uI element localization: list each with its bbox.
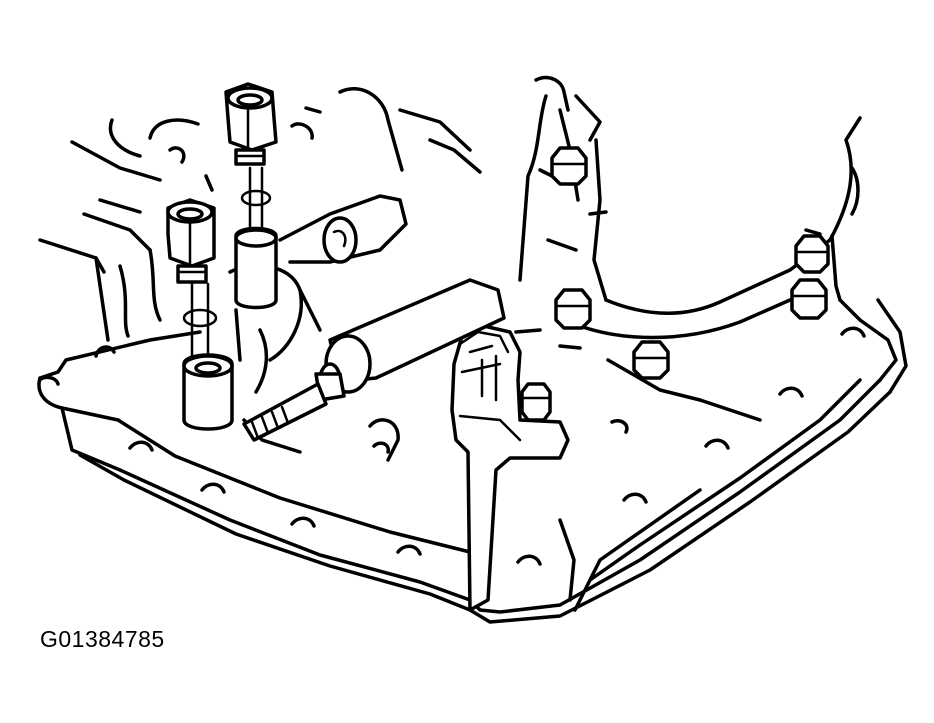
case-bolt-right-lower <box>790 278 828 320</box>
fitting-lower <box>166 198 218 358</box>
case-bolt-middle <box>554 288 592 330</box>
solenoid <box>242 278 506 442</box>
case-bolt-upper <box>550 146 588 186</box>
case-bolt-right-upper <box>794 234 830 274</box>
oil-pan-outline <box>37 298 908 624</box>
fitting-boss-upper <box>234 226 278 310</box>
shift-rod <box>278 194 408 264</box>
speed-sensor-assembly <box>450 324 570 612</box>
figure-id-label: G01384785 <box>40 626 165 652</box>
sensor-bolt <box>520 382 552 422</box>
misc-details <box>38 146 629 462</box>
transmission-case-right <box>518 75 862 602</box>
pan-bolt-bumps <box>94 326 866 566</box>
fitting-boss-lower <box>182 353 234 431</box>
fitting-upper <box>224 82 278 248</box>
valve-body-left <box>38 86 482 454</box>
case-bolt-lower <box>632 340 670 380</box>
